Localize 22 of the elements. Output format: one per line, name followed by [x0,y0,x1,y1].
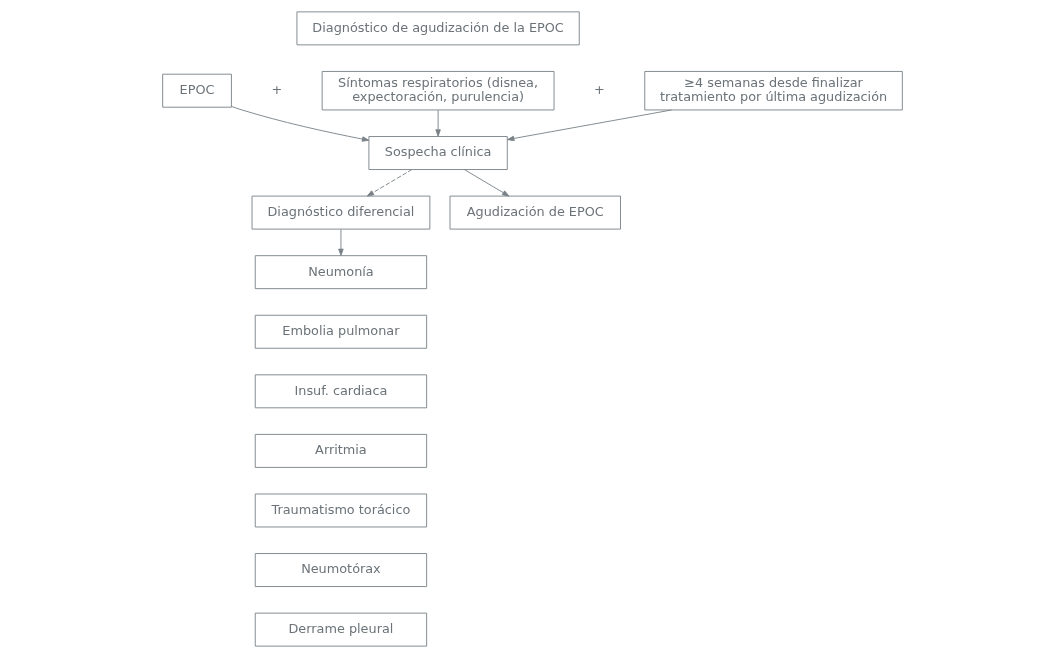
node-box: Diagnóstico de agudización de la EPOC [296,11,580,46]
arrow [230,105,369,142]
node-box: Sospecha clínica [367,136,508,170]
arrow [337,228,344,256]
node-box: Embolia pulmonar [254,314,427,349]
node-box: ≥4 semanas desde finalizar tratamiento por última agudización [643,71,903,111]
node-box: Neumonía [254,255,427,290]
node-box: Diagnóstico diferencial [251,195,430,230]
arrow [463,169,509,197]
node-box: Insuf. cardiaca [254,374,427,409]
node-box: Traumatismo torácico [254,493,427,528]
node-box: EPOC [161,73,232,108]
node-box: Agudización de EPOC [449,195,621,230]
node-box: Arritmia [254,433,427,468]
node-box: Derrame pleural [254,612,427,647]
label: + [593,82,605,98]
label: + [270,82,282,98]
node-box: Síntomas respiratorios (disnea, expectoración, purulencia) [321,71,554,111]
arrow [366,169,412,197]
node-box: Neumotórax [254,553,427,587]
arrow [506,109,672,142]
arrow [434,109,441,137]
